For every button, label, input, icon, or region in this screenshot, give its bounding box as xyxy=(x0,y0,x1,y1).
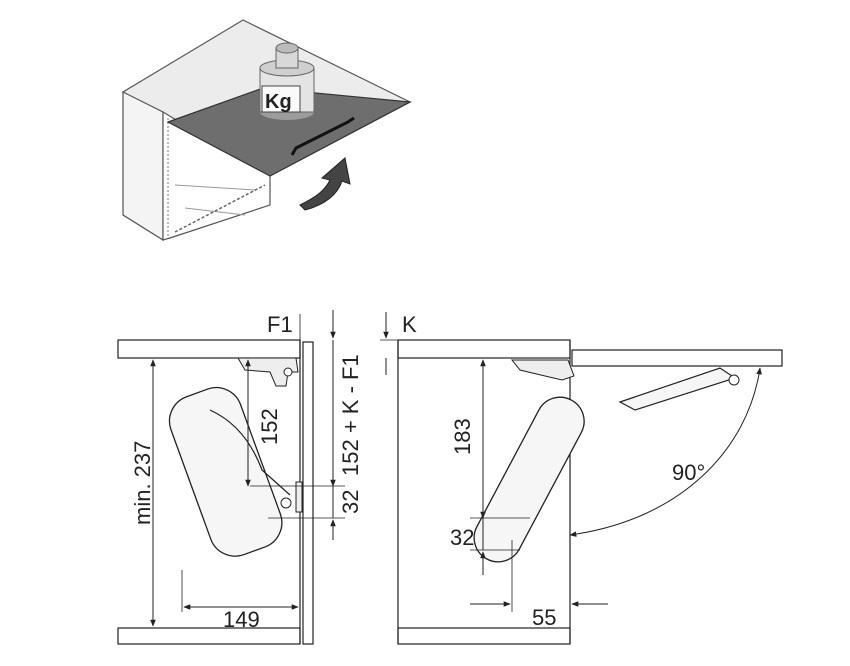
min-height-label: min. 237 xyxy=(130,441,155,525)
left-view: min. 237 152 152 + K - F1 32 F1 149 xyxy=(117,310,363,645)
f1-label: F1 xyxy=(267,312,293,337)
dim-32-left-label: 32 xyxy=(338,490,363,514)
left-door xyxy=(302,341,314,645)
angle-label: 90° xyxy=(672,460,705,485)
cabinet-flap xyxy=(166,87,413,177)
dim-32-right-label: 32 xyxy=(450,525,474,550)
cabinet-side xyxy=(122,91,164,242)
dim-149-label: 149 xyxy=(223,607,260,632)
k-label: K xyxy=(402,312,417,337)
left-top-panel xyxy=(117,339,301,359)
right-top-panel xyxy=(397,339,571,359)
dim-183-label: 183 xyxy=(450,418,475,455)
right-open-flap xyxy=(571,349,783,367)
left-lift-arm xyxy=(168,386,303,557)
flap-handle xyxy=(290,116,355,156)
weight-label: Kg xyxy=(265,91,292,113)
cabinet-illustration: Kg xyxy=(121,19,413,242)
dim-formula-label: 152 + K - F1 xyxy=(338,354,363,476)
dim-152-label: 152 xyxy=(257,408,282,445)
weight-icon: Kg xyxy=(259,42,315,120)
left-bottom-panel xyxy=(117,627,301,645)
dim-55-label: 55 xyxy=(532,605,556,630)
lift-arrow-icon xyxy=(299,157,351,211)
right-view: 90° K 183 32 55 xyxy=(380,312,783,645)
right-bottom-panel xyxy=(397,627,571,645)
